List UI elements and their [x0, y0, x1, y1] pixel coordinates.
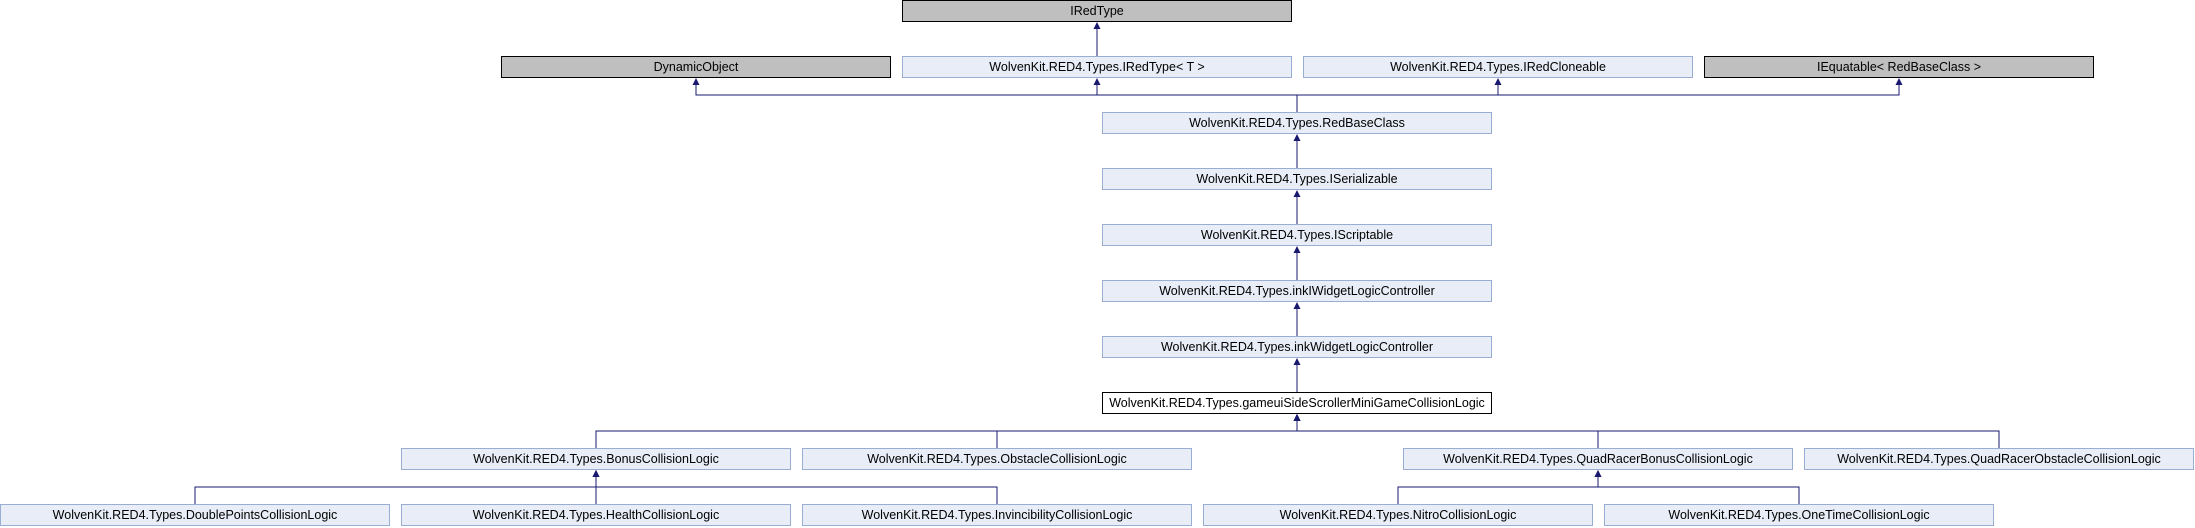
- class-node-nitrocollisionlogic[interactable]: WolvenKit.RED4.Types.NitroCollisionLogic: [1203, 504, 1593, 526]
- inheritance-edge: [595, 476, 998, 504]
- class-node-label: WolvenKit.RED4.Types.gameuiSideScrollerM…: [1109, 396, 1485, 410]
- inheritance-arrowhead: [1093, 78, 1101, 85]
- class-node-iscriptable[interactable]: WolvenKit.RED4.Types.IScriptable: [1102, 224, 1492, 246]
- class-node-iserializable[interactable]: WolvenKit.RED4.Types.ISerializable: [1102, 168, 1492, 190]
- class-node-label: IEquatable< RedBaseClass >: [1817, 60, 1981, 74]
- inheritance-arrowhead: [1293, 246, 1301, 253]
- class-node-current-gameuisidescrollerminigamecollisionlogic: WolvenKit.RED4.Types.gameuiSideScrollerM…: [1102, 392, 1492, 414]
- inheritance-arrowhead: [1293, 358, 1301, 365]
- class-node-iequatable[interactable]: IEquatable< RedBaseClass >: [1704, 56, 2094, 78]
- class-node-quadracerbonuscollisionlogic[interactable]: WolvenKit.RED4.Types.QuadRacerBonusColli…: [1403, 448, 1793, 470]
- class-node-label: WolvenKit.RED4.Types.IRedType< T >: [989, 60, 1205, 74]
- inheritance-arrowhead: [1895, 78, 1903, 85]
- class-node-label: WolvenKit.RED4.Types.OneTimeCollisionLog…: [1668, 508, 1930, 522]
- inheritance-arrowhead: [1594, 470, 1602, 477]
- class-node-bonuscollisionlogic[interactable]: WolvenKit.RED4.Types.BonusCollisionLogic: [401, 448, 791, 470]
- class-node-label: WolvenKit.RED4.Types.ISerializable: [1196, 172, 1398, 186]
- inheritance-edge: [1296, 420, 1599, 448]
- class-node-label: IRedType: [1070, 4, 1124, 18]
- class-node-label: WolvenKit.RED4.Types.IRedCloneable: [1390, 60, 1606, 74]
- inheritance-edge: [194, 476, 597, 504]
- class-node-redbaseclass[interactable]: WolvenKit.RED4.Types.RedBaseClass: [1102, 112, 1492, 134]
- class-node-label: WolvenKit.RED4.Types.QuadRacerObstacleCo…: [1837, 452, 2161, 466]
- inheritance-arrowhead: [1293, 190, 1301, 197]
- class-node-iredtype-t[interactable]: WolvenKit.RED4.Types.IRedType< T >: [902, 56, 1292, 78]
- inheritance-arrowhead: [1093, 22, 1101, 29]
- class-node-label: WolvenKit.RED4.Types.inkIWidgetLogicCont…: [1159, 284, 1435, 298]
- class-node-iredtype[interactable]: IRedType: [902, 0, 1292, 22]
- inheritance-edge: [1096, 84, 1298, 112]
- class-node-label: WolvenKit.RED4.Types.QuadRacerBonusColli…: [1443, 452, 1753, 466]
- class-node-healthcollisionlogic[interactable]: WolvenKit.RED4.Types.HealthCollisionLogi…: [401, 504, 791, 526]
- class-node-label: WolvenKit.RED4.Types.inkWidgetLogicContr…: [1160, 340, 1434, 354]
- inheritance-edge: [1296, 84, 1499, 112]
- inheritance-arrowhead: [692, 78, 700, 85]
- inheritance-edge: [1597, 476, 1800, 504]
- class-node-label: WolvenKit.RED4.Types.HealthCollisionLogi…: [472, 508, 720, 522]
- inheritance-edge: [1296, 420, 2000, 448]
- class-node-label: WolvenKit.RED4.Types.IScriptable: [1200, 228, 1394, 242]
- class-node-inkwidgetlogiccontroller[interactable]: WolvenKit.RED4.Types.inkWidgetLogicContr…: [1102, 336, 1492, 358]
- inheritance-arrowhead: [1494, 78, 1502, 85]
- class-node-dynamicobject[interactable]: DynamicObject: [501, 56, 891, 78]
- class-node-label: WolvenKit.RED4.Types.ObstacleCollisionLo…: [867, 452, 1127, 466]
- inheritance-arrowhead: [1293, 414, 1301, 421]
- inheritance-edge: [1397, 476, 1599, 504]
- class-node-label: WolvenKit.RED4.Types.InvincibilityCollis…: [861, 508, 1133, 522]
- class-node-label: WolvenKit.RED4.Types.RedBaseClass: [1189, 116, 1405, 130]
- class-node-invincibilitycollisionlogic[interactable]: WolvenKit.RED4.Types.InvincibilityCollis…: [802, 504, 1192, 526]
- inheritance-arrowhead: [1293, 302, 1301, 309]
- inheritance-edge: [996, 420, 1298, 448]
- class-node-iredcloneable[interactable]: WolvenKit.RED4.Types.IRedCloneable: [1303, 56, 1693, 78]
- class-node-obstaclecollisionlogic[interactable]: WolvenKit.RED4.Types.ObstacleCollisionLo…: [802, 448, 1192, 470]
- inheritance-edge: [695, 84, 1298, 112]
- class-node-label: DynamicObject: [653, 60, 739, 74]
- class-node-label: WolvenKit.RED4.Types.DoublePointsCollisi…: [52, 508, 338, 522]
- inheritance-arrowhead: [592, 470, 600, 477]
- class-node-label: WolvenKit.RED4.Types.NitroCollisionLogic: [1279, 508, 1517, 522]
- inheritance-edge: [1296, 84, 1900, 112]
- class-node-inkiwidgetlogiccontroller[interactable]: WolvenKit.RED4.Types.inkIWidgetLogicCont…: [1102, 280, 1492, 302]
- class-node-onetimecollisionlogic[interactable]: WolvenKit.RED4.Types.OneTimeCollisionLog…: [1604, 504, 1994, 526]
- inheritance-arrowhead: [1293, 134, 1301, 141]
- class-node-doublepointscollisionlogic[interactable]: WolvenKit.RED4.Types.DoublePointsCollisi…: [0, 504, 390, 526]
- inheritance-edge: [595, 420, 1298, 448]
- class-node-quadracerobstaclecollisionlogic[interactable]: WolvenKit.RED4.Types.QuadRacerObstacleCo…: [1804, 448, 2194, 470]
- class-node-label: WolvenKit.RED4.Types.BonusCollisionLogic: [473, 452, 719, 466]
